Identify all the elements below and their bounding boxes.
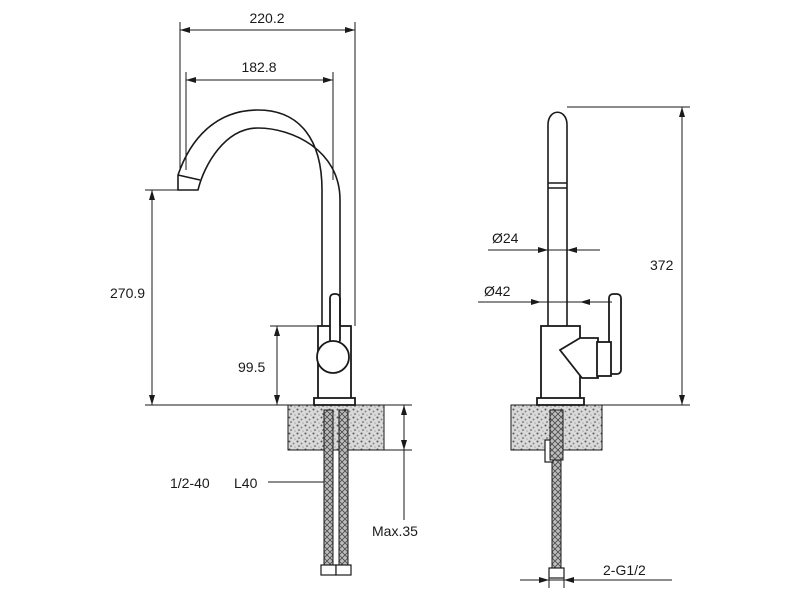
dim-spout-reach-label: 182.8: [241, 59, 276, 75]
front-hose-nut: [548, 567, 565, 579]
dim-lever-height-label: 99.5: [238, 359, 265, 375]
dim-max-thickness-label: Max.35: [372, 523, 418, 539]
side-spout-tip: [177, 174, 201, 181]
side-hose-nut-left: [320, 564, 337, 576]
dim-connection-label: 2-G1/2: [603, 562, 646, 578]
front-hose-top: [549, 409, 564, 461]
side-view: 220.2 182.8 270.9 99.5 1/2-40 L40 Max.35: [110, 10, 418, 576]
side-spout: [177, 109, 341, 326]
dim-thread-length-label: 1/2-40: [170, 475, 210, 491]
dim-spout-height-label: 270.9: [110, 285, 145, 301]
dim-length-label: L40: [234, 475, 258, 491]
dim-total-reach-label: 220.2: [249, 10, 284, 26]
side-hose-right: [338, 409, 349, 571]
dim-diameter-body-label: Ø42: [484, 283, 511, 299]
dim-total-height-label: 372: [650, 257, 674, 273]
side-countertop: [287, 404, 385, 451]
side-hose-nut-right: [335, 564, 352, 576]
side-lever-hub: [316, 340, 350, 374]
front-base-ring: [536, 397, 585, 406]
side-lever-handle: [329, 293, 341, 345]
front-spout: [547, 111, 568, 326]
side-base-ring: [313, 397, 356, 406]
front-lever-collar: [596, 341, 612, 377]
dim-diameter-spout-label: Ø24: [492, 230, 519, 246]
front-lever-handle: [608, 293, 622, 375]
side-hose-left: [323, 409, 334, 571]
front-view: Ø24 Ø42 372 2-G1/2: [478, 106, 690, 588]
front-hose: [551, 459, 562, 571]
